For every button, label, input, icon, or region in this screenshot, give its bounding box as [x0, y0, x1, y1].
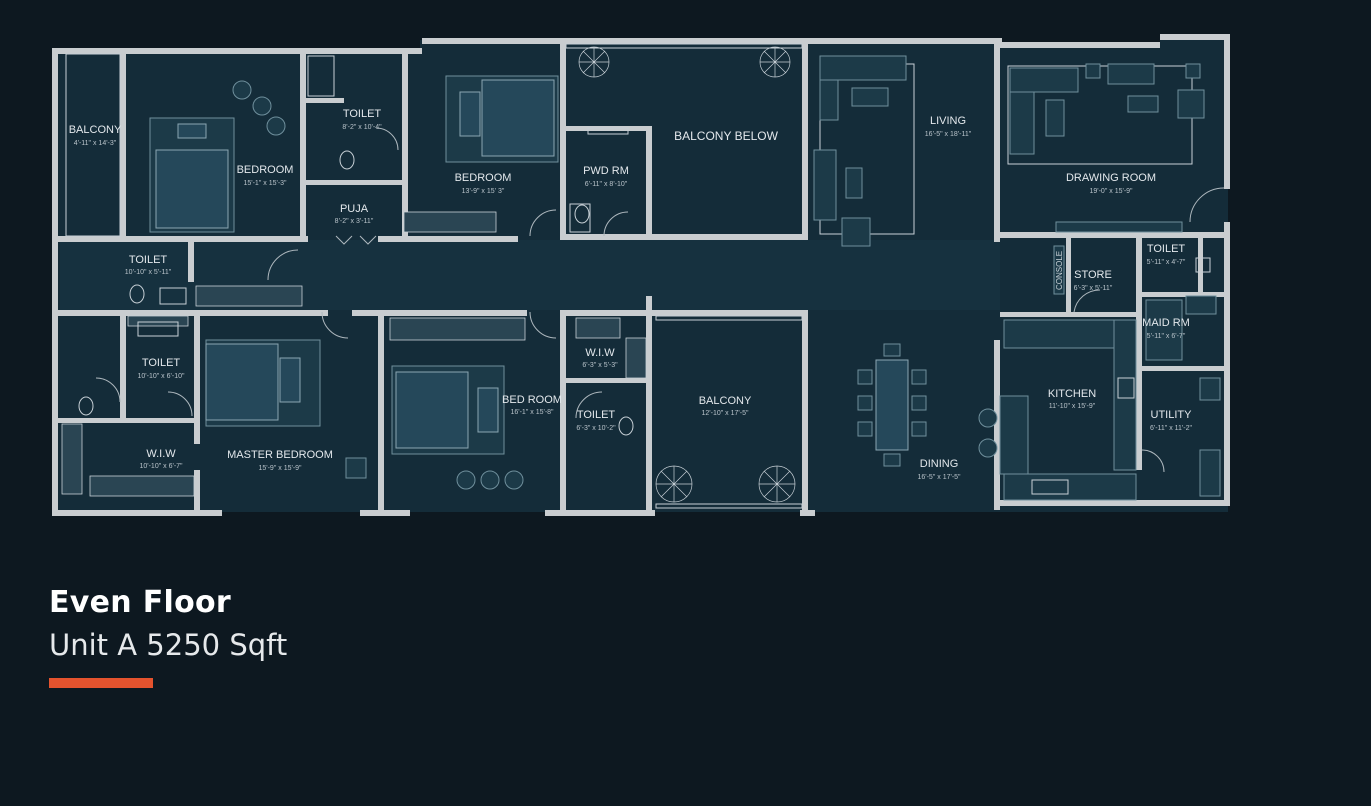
room-name-toilet-2: TOILET	[129, 254, 168, 266]
room-name-toilet-5: TOILET	[1147, 243, 1186, 255]
room-dim-maid-rm: 5'-11" x 6'-7"	[1147, 333, 1186, 340]
room-dim-wiw-2: 6'-3" x 5'-3"	[582, 362, 618, 369]
console-label: CONSOLE	[1055, 251, 1064, 290]
room-name-wiw-1: W.I.W	[146, 448, 176, 460]
doors	[95, 127, 1225, 473]
room-name-bedroom-2: BEDROOM	[455, 172, 512, 184]
room-name-drawing-room: DRAWING ROOM	[1066, 172, 1156, 184]
room-dim-pwd-rm: 6'-11" x 8'-10"	[585, 181, 628, 188]
room-name-living: LIVING	[930, 115, 966, 127]
furniture	[149, 55, 1221, 501]
room-dim-toilet-2: 10'-10" x 5'-11"	[125, 269, 172, 276]
room-name-pwd-rm: PWD RM	[583, 165, 629, 177]
floor-plan-area: BALCONY 4'-11" x 14'-3" BEDROOM 15'-1" x…	[52, 34, 1230, 516]
sanitary-fixtures	[78, 127, 1211, 436]
room-dim-master-bedroom: 15'-9" x 15'-9"	[258, 465, 302, 472]
room-name-toilet-1: TOILET	[343, 108, 382, 120]
room-dim-puja: 8'-2" x 3'-11"	[335, 218, 374, 225]
walls	[52, 34, 1230, 516]
room-dim-living: 16'-5" x 18'-11"	[925, 131, 972, 138]
room-name-bed-room: BED ROOM	[502, 394, 562, 406]
room-dim-bedroom-2: 13'-9" x 15' 3"	[462, 188, 505, 195]
room-dim-toilet-5: 5'-11" x 4'-7"	[1147, 259, 1186, 266]
room-name-store: STORE	[1074, 269, 1112, 281]
room-dim-store: 6'-3" x 5'-11"	[1074, 285, 1113, 292]
room-dim-bed-room: 16'-1" x 15'-8"	[510, 409, 554, 416]
room-dim-utility: 6'-11" x 11'-2"	[1150, 425, 1193, 432]
room-dim-dining: 16'-5" x 17'-5"	[917, 474, 961, 481]
room-dim-kitchen: 11'-10" x 15'-9"	[1049, 403, 1096, 410]
room-dim-drawing-room: 19'-0" x 15'-9"	[1089, 188, 1133, 195]
room-dim-bedroom-1: 15'-1" x 15'-3"	[243, 180, 287, 187]
plan-caption: Even Floor Unit A 5250 Sqft	[49, 585, 287, 688]
room-name-utility: UTILITY	[1151, 409, 1193, 421]
room-dim-balcony-mid: 12'-10" x 17'-5"	[702, 410, 749, 417]
room-dim-toilet-1: 8'-2" x 10'-4"	[342, 124, 382, 131]
floor-surface	[52, 36, 1228, 512]
room-name-balcony-below: BALCONY BELOW	[674, 129, 778, 143]
room-dim-toilet-3: 10'-10" x 6'-10"	[138, 373, 185, 380]
floor-plan: BALCONY 4'-11" x 14'-3" BEDROOM 15'-1" x…	[52, 34, 1230, 516]
room-name-dining: DINING	[920, 458, 959, 470]
room-name-master-bedroom: MASTER BEDROOM	[227, 449, 333, 461]
room-dim-toilet-4: 6'-3" x 10'-2"	[576, 425, 616, 432]
plants	[578, 46, 796, 503]
room-name-maid-rm: MAID RM	[1142, 317, 1190, 329]
room-name-toilet-4: TOILET	[577, 409, 616, 421]
room-name-bedroom-1: BEDROOM	[237, 164, 294, 176]
unit-subtitle: Unit A 5250 Sqft	[49, 628, 288, 662]
accent-bar	[49, 678, 153, 688]
room-name-balcony-mid: BALCONY	[699, 395, 752, 407]
room-name-balcony-left: BALCONY	[69, 124, 122, 136]
room-name-toilet-3: TOILET	[142, 357, 181, 369]
wardrobes	[61, 43, 803, 509]
room-dim-wiw-1: 10'-10" x 6'-7"	[139, 463, 183, 470]
floor-title: Even Floor	[49, 585, 231, 620]
room-name-wiw-2: W.I.W	[585, 347, 615, 359]
room-name-puja: PUJA	[340, 203, 369, 215]
room-name-kitchen: KITCHEN	[1048, 388, 1096, 400]
room-dim-balcony-left: 4'-11" x 14'-3"	[74, 140, 117, 147]
room-labels: BALCONY 4'-11" x 14'-3" BEDROOM 15'-1" x…	[69, 108, 1193, 481]
